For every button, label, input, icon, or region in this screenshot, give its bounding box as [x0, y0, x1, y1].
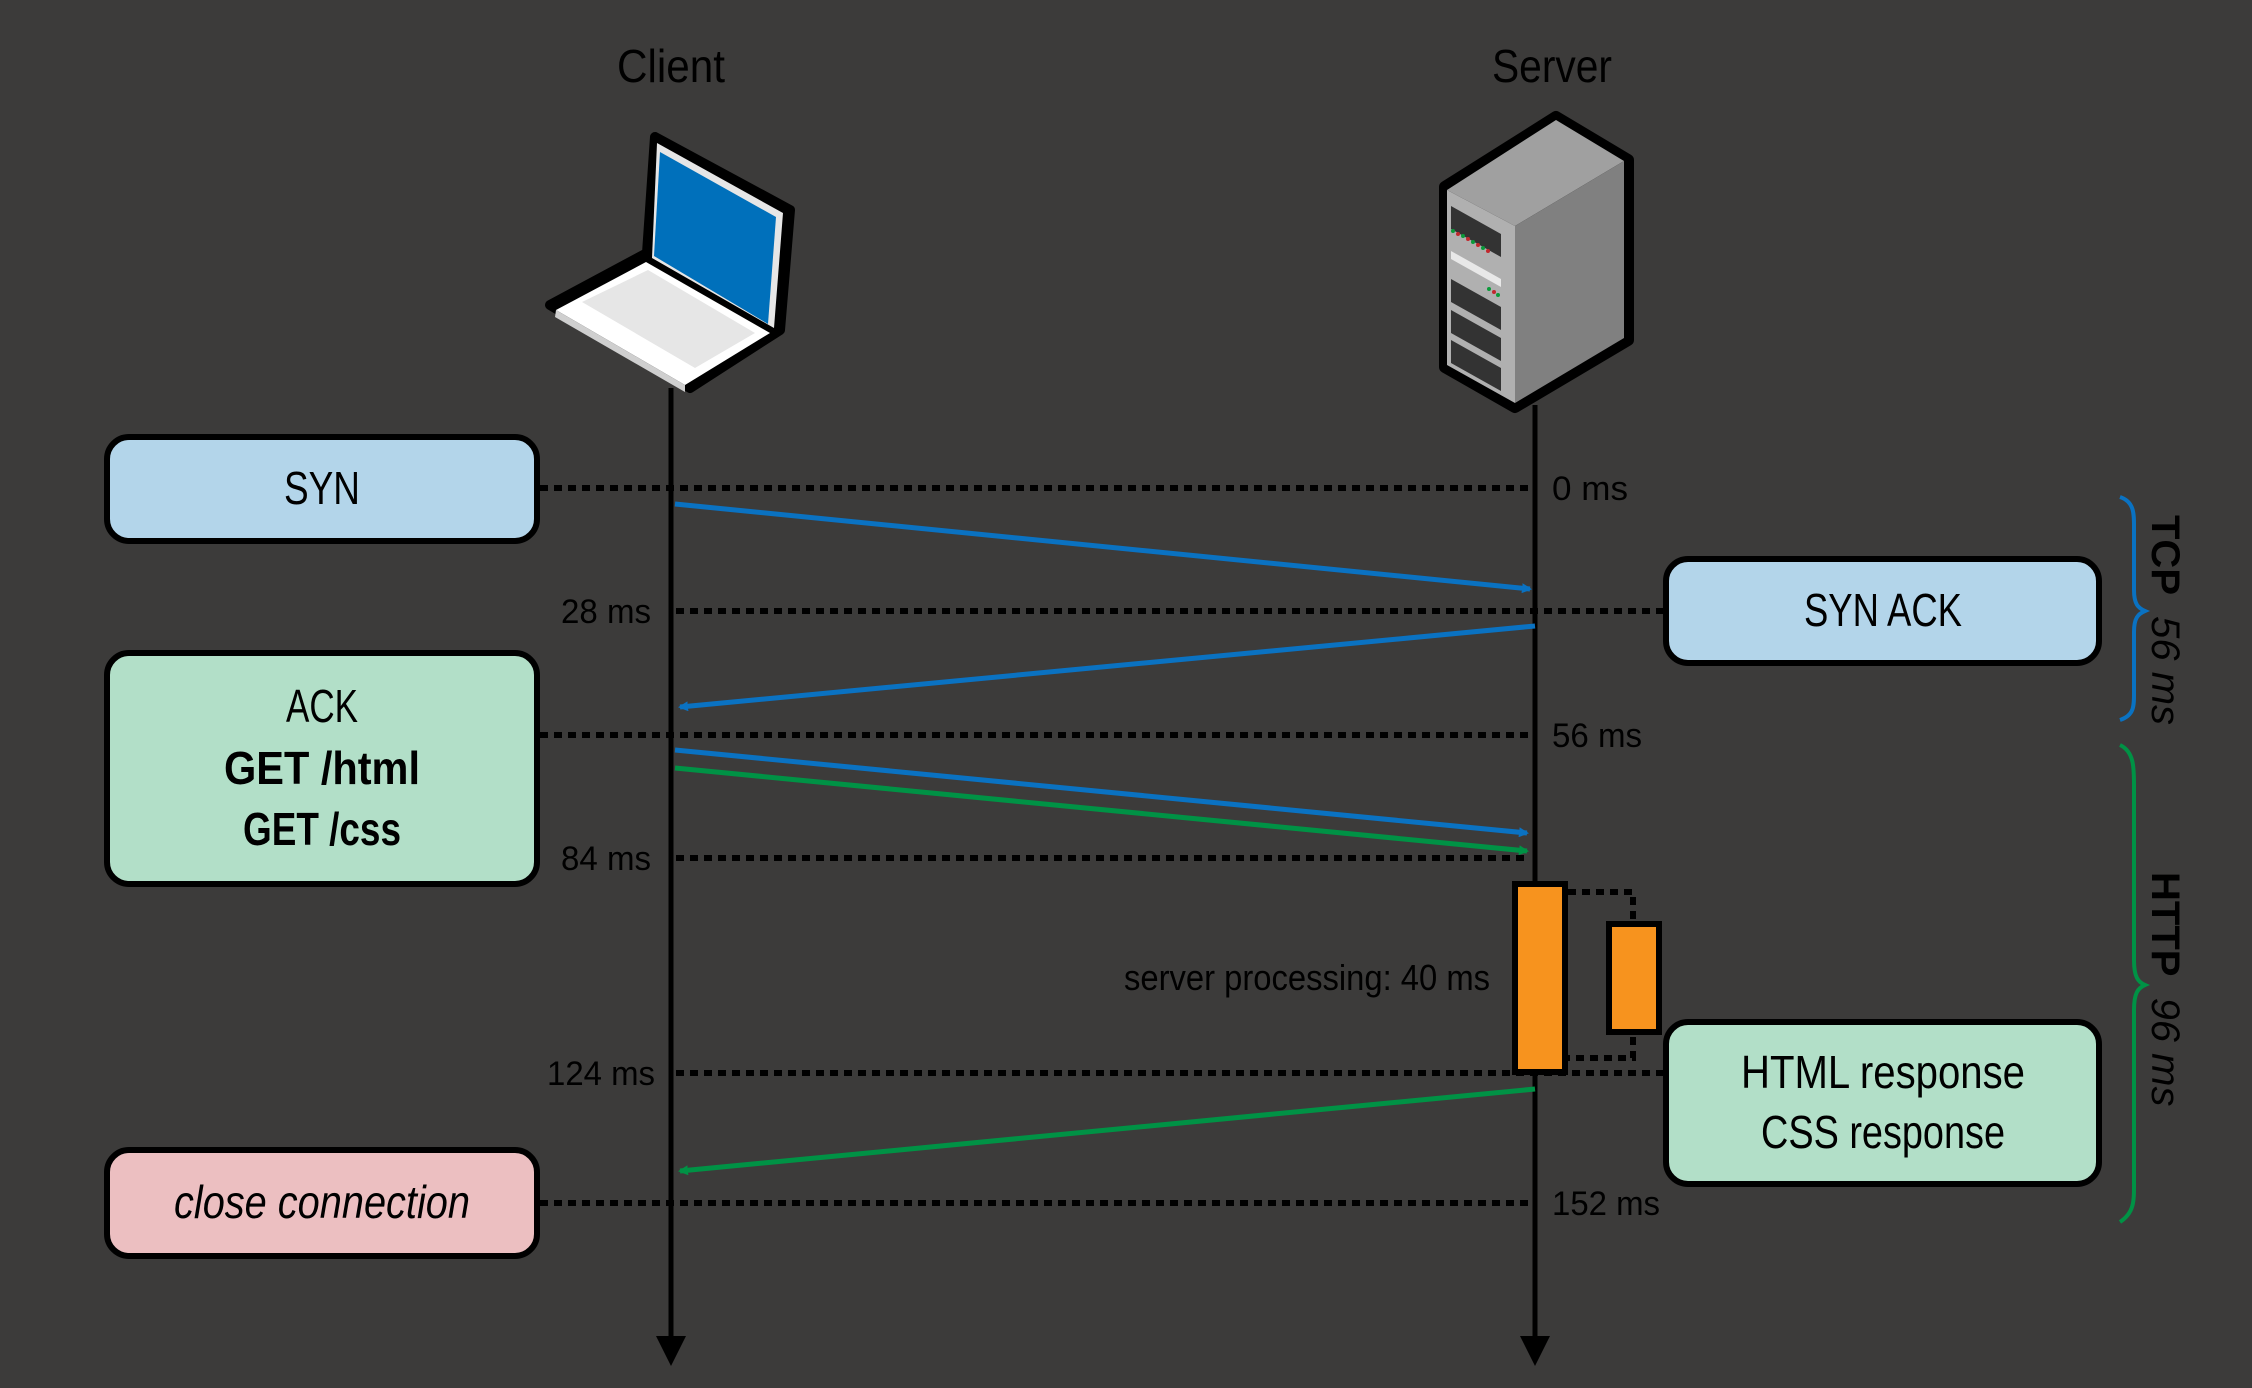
laptop-icon [545, 132, 795, 393]
get-css-label: GET /css [243, 803, 401, 855]
get-html-label: GET /html [224, 742, 420, 794]
timestamp-124ms: 124 ms [547, 1055, 655, 1093]
ack-get-box: ACK GET /html GET /css [104, 650, 540, 887]
response-arrow [678, 1086, 1536, 1176]
processing-label: server processing: 40 ms [1124, 957, 1490, 998]
timestamp-56ms: 56 ms [1552, 717, 1642, 755]
time-gridlines [540, 485, 1664, 1206]
processing-bar-css [1606, 921, 1662, 1035]
client-title: Client [617, 40, 725, 92]
http-phase-label: HTTP 96 ms [2143, 872, 2187, 1107]
syn-box: SYN [104, 434, 540, 544]
get-html-arrow [674, 747, 1529, 838]
timestamp-84ms: 84 ms [561, 840, 651, 878]
get-css-arrow [674, 765, 1529, 856]
syn-label: SYN [284, 462, 360, 514]
timestamp-0ms: 0 ms [1552, 470, 1628, 508]
http-brace [2118, 743, 2151, 1224]
css-response-label: CSS response [1761, 1106, 2005, 1158]
processing-bar-html [1512, 881, 1568, 1075]
tcp-phase-label: TCP 56 ms [2143, 515, 2187, 725]
http-phase-duration: 96 ms [2143, 998, 2187, 1107]
response-box: HTML response CSS response [1663, 1019, 2102, 1187]
svg-text:TCP 56 ms: TCP 56 ms [2143, 515, 2187, 725]
close-connection-label: close connection [174, 1176, 470, 1228]
syn-ack-label: SYN ACK [1804, 584, 1962, 636]
server-title: Server [1492, 40, 1612, 92]
close-connection-box: close connection [104, 1147, 540, 1259]
tcp-phase-duration: 56 ms [2143, 616, 2187, 725]
http-phase-name: HTTP [2143, 872, 2187, 976]
svg-text:HTTP 96 ms: HTTP 96 ms [2143, 872, 2187, 1107]
server-lifeline-arrowhead [1520, 1336, 1550, 1366]
processing-bracket [1568, 889, 1636, 1061]
client-lifeline-arrowhead [656, 1336, 686, 1366]
tcp-phase-name: TCP [2143, 515, 2187, 595]
status-leds [1451, 229, 1500, 297]
tcp-brace [2119, 495, 2151, 722]
syn-arrow [674, 501, 1532, 594]
html-response-label: HTML response [1741, 1046, 2025, 1098]
syn-ack-box: SYN ACK [1663, 556, 2102, 666]
timestamp-28ms: 28 ms [561, 593, 651, 631]
syn-ack-arrow [678, 623, 1536, 712]
server-icon [1439, 111, 1634, 413]
timestamp-152ms: 152 ms [1552, 1185, 1660, 1223]
ack-label: ACK [286, 680, 358, 732]
